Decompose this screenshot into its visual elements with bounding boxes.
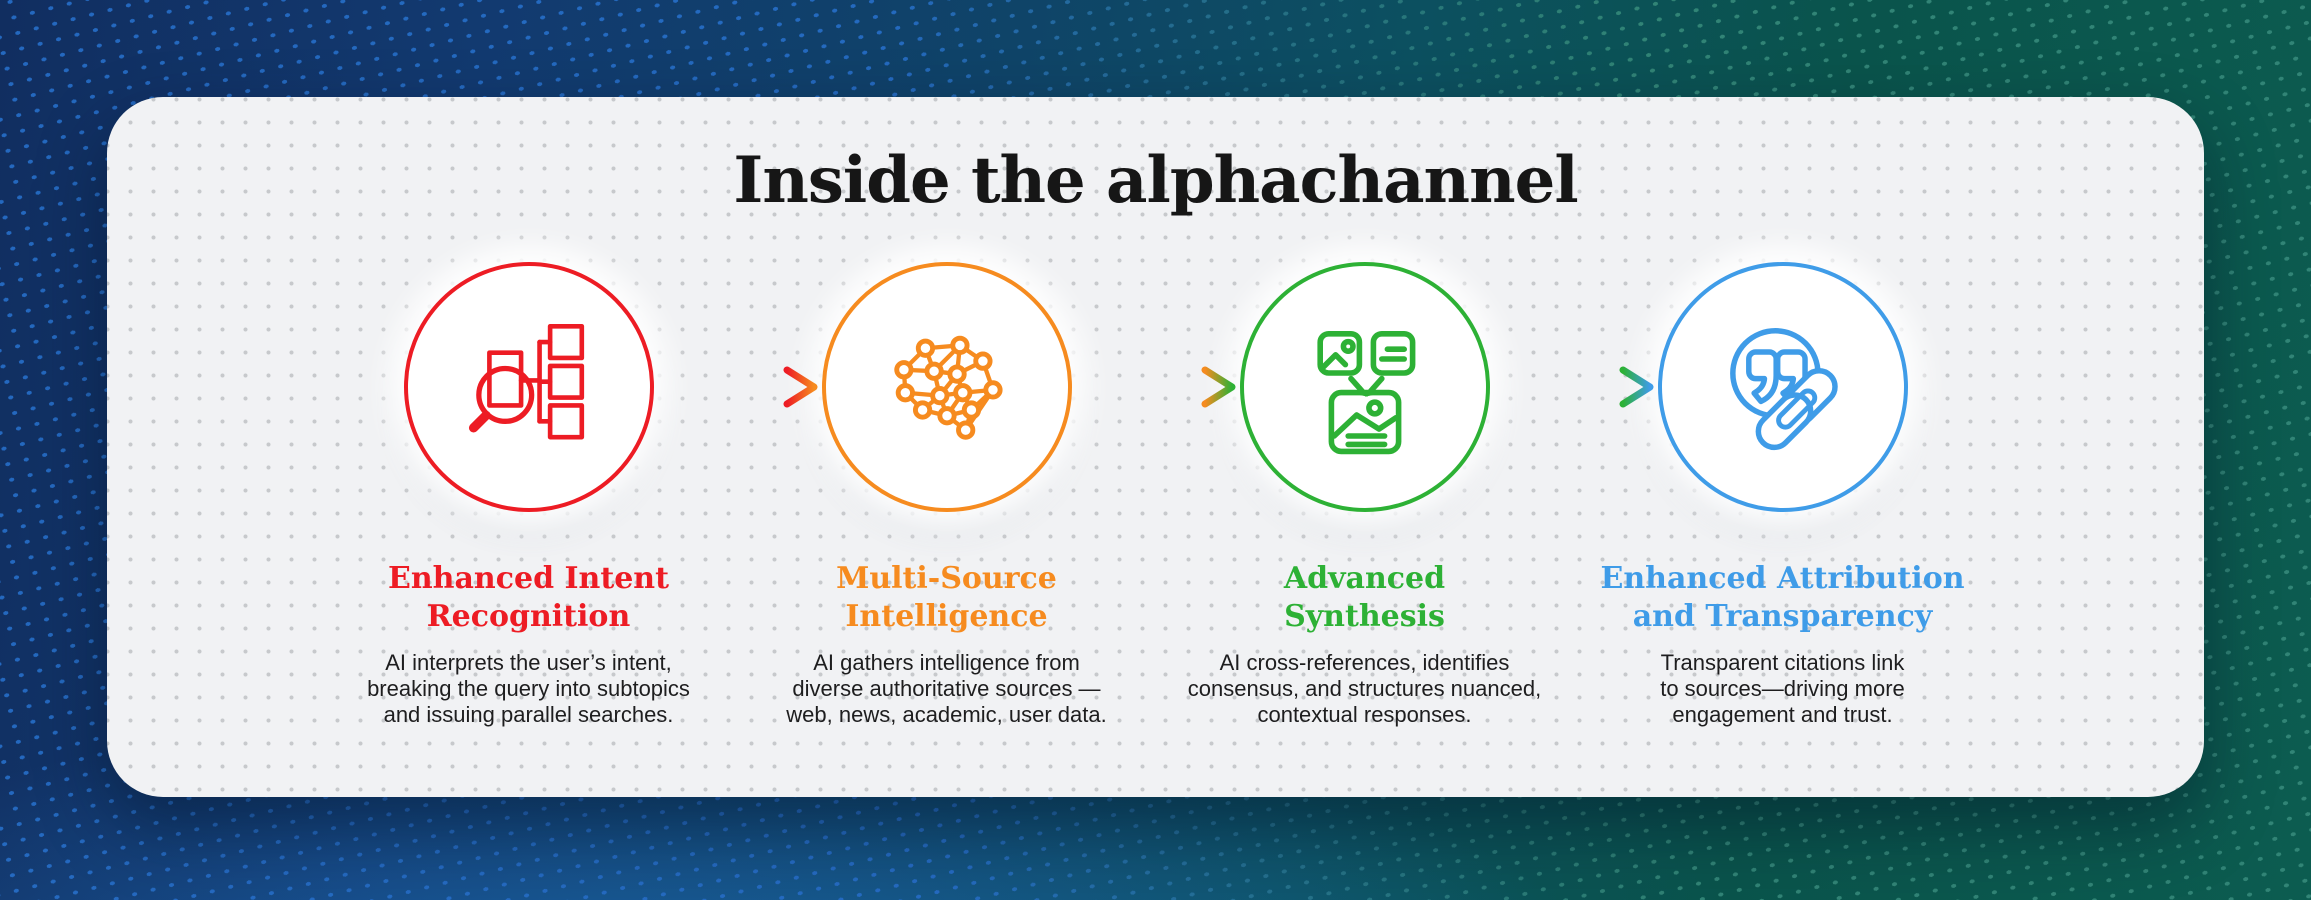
magnifier-hierarchy-icon [468, 323, 584, 440]
step-intent-recognition: Enhanced Intent Recognition AI interpret… [320, 262, 738, 729]
arrow-right-icon [1489, 366, 1653, 408]
step-heading: Enhanced Attribution and Transparency [1600, 561, 1965, 634]
advanced-synthesis-circle [1239, 262, 1490, 512]
step-advanced-synthesis: Advanced Synthesis AI cross-references, … [1156, 262, 1574, 729]
step-attribution-transparency: Enhanced Attribution and Transparency Tr… [1574, 262, 1992, 729]
steps-row: Enhanced Intent Recognition AI interpret… [320, 262, 1992, 729]
step-heading: Advanced Synthesis [1283, 561, 1446, 634]
step-description: AI interprets the user’s intent, breakin… [367, 649, 690, 728]
arrow-right-icon [653, 366, 817, 408]
step-heading: Enhanced Intent Recognition [388, 561, 669, 634]
step-heading: Multi-Source Intelligence [836, 561, 1057, 634]
arrow-right-icon [1071, 366, 1235, 408]
step-description: Transparent citations link to sources—dr… [1660, 649, 1905, 728]
quote-link-icon [1729, 328, 1838, 451]
media-synthesis-icon [1316, 331, 1415, 455]
multi-source-circle [821, 262, 1072, 512]
page-title: Inside the alphachannel [733, 143, 1578, 218]
intent-recognition-circle [403, 262, 654, 512]
attribution-circle [1657, 262, 1908, 512]
step-description: AI cross-references, identifies consensu… [1187, 649, 1542, 728]
neural-network-icon [893, 335, 1003, 440]
step-description: AI gathers intelligence from diverse aut… [786, 649, 1107, 728]
step-multi-source-intelligence: Multi-Source Intelligence AI gathers int… [738, 262, 1156, 729]
infographic-card: Inside the alphachannel [107, 97, 2204, 797]
